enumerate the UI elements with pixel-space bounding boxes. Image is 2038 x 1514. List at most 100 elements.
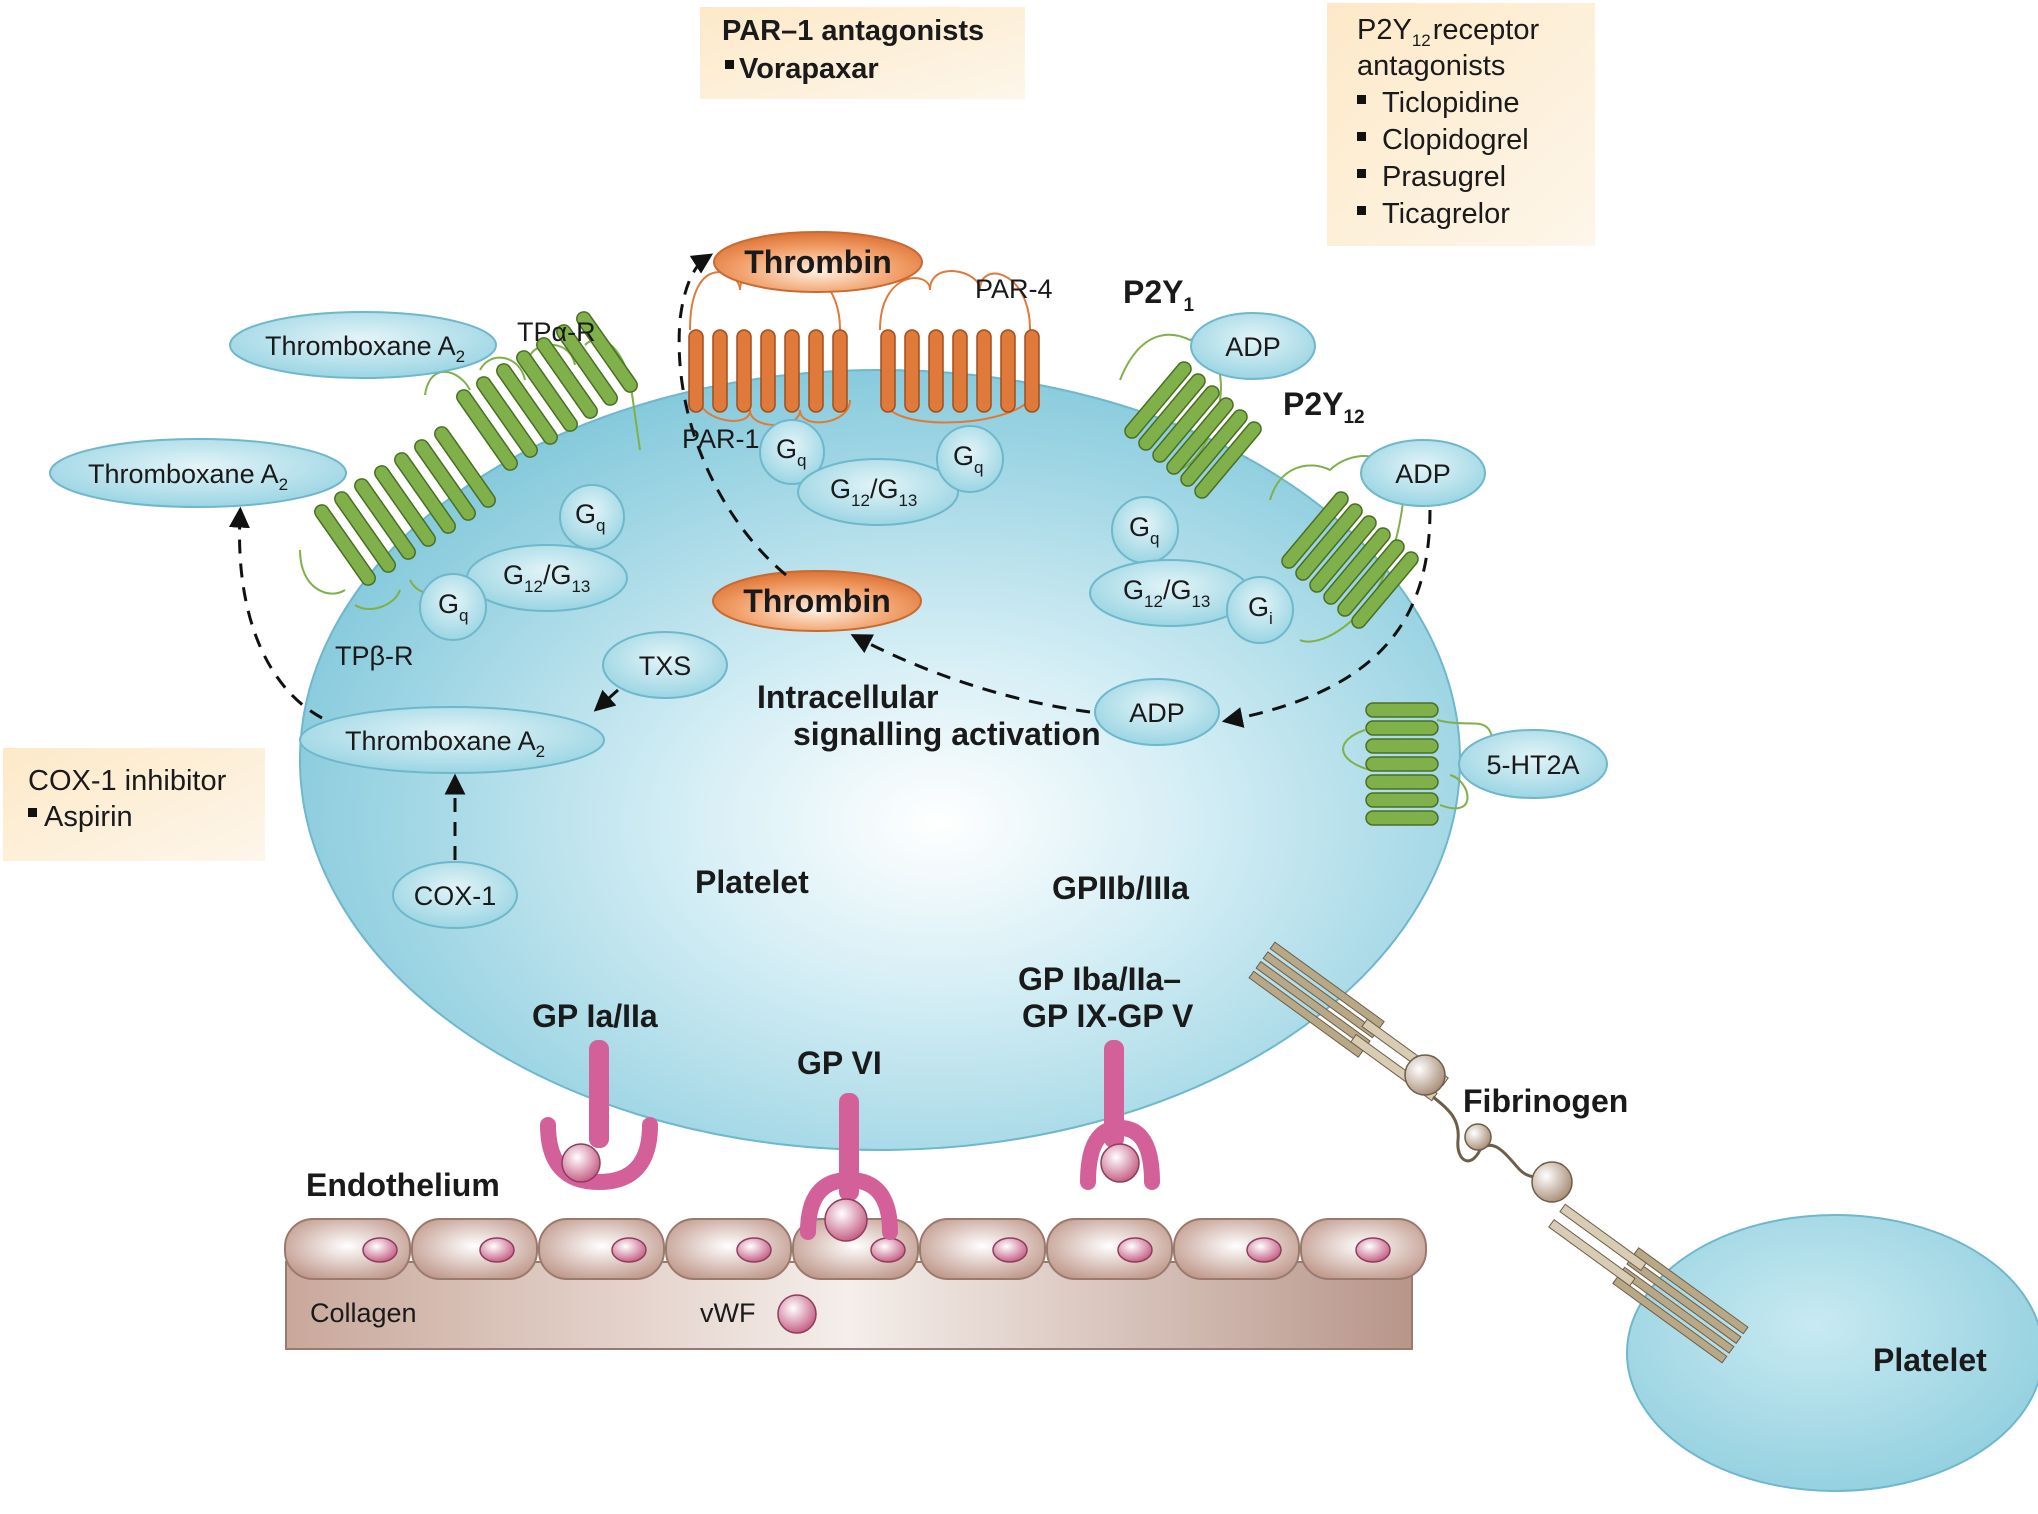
gp-iba-label-line1: GP Iba/IIa– <box>1018 961 1181 997</box>
p2y12-antagonists-box: P2Y12receptor antagonists Ticlopidine Cl… <box>1327 3 1595 246</box>
transmembrane-helix <box>1295 503 1363 581</box>
endothelium-layer <box>284 1218 1427 1350</box>
gp-vi-receptor <box>800 1093 898 1242</box>
par4-receptor <box>879 270 1040 424</box>
signalling-arrows <box>228 253 1432 860</box>
transmembrane-helix <box>1309 515 1377 593</box>
transmembrane-helix <box>1323 527 1391 605</box>
transmembrane-helix <box>712 329 728 413</box>
transmembrane-helix <box>1124 361 1192 439</box>
drug-ticagrelor: Ticagrelor <box>1382 198 1510 230</box>
endothelial-cell <box>665 1218 792 1280</box>
tpa-r-label: TPα-R <box>517 317 596 347</box>
svg-text:Gq: Gq <box>776 434 806 470</box>
thromboxane-a2-top: Thromboxane A2 <box>229 311 497 379</box>
svg-text:G12/G13: G12/G13 <box>1123 575 1210 611</box>
transmembrane-helix <box>536 337 598 419</box>
transmembrane-helix <box>1180 409 1248 487</box>
transmembrane-helix <box>1365 774 1439 790</box>
transmembrane-helix <box>976 329 992 413</box>
transmembrane-helix <box>496 363 558 445</box>
platelet-cell-2 <box>1626 1214 2038 1492</box>
svg-text:Thrombin: Thrombin <box>743 583 891 619</box>
g12-g13-par: G12/G13 <box>797 458 959 526</box>
p2y12-antagonists-title: P2Y12receptor <box>1357 14 1539 50</box>
svg-text:Gq: Gq <box>953 441 983 477</box>
transmembrane-helix <box>1281 491 1349 569</box>
5ht2a-receptor <box>1342 702 1496 826</box>
par1-label: PAR-1 <box>682 424 760 454</box>
endothelial-cell <box>411 1218 538 1280</box>
endothelial-cell <box>284 1218 411 1280</box>
endothelial-cell <box>919 1218 1046 1280</box>
adp-p2y1-oval: ADP <box>1190 312 1316 380</box>
thrombin-outer: Thrombin <box>713 231 923 293</box>
svg-text:Thromboxane A2: Thromboxane A2 <box>265 331 465 366</box>
transmembrane-helix <box>1365 792 1439 808</box>
transmembrane-helix <box>456 389 518 471</box>
par1-antagonists-box: PAR–1 antagonists Vorapaxar <box>700 7 1025 99</box>
svg-text:G12/G13: G12/G13 <box>830 474 917 510</box>
endothelium-label: Endothelium <box>306 1167 500 1203</box>
tpb-r-label: TPβ-R <box>335 641 414 671</box>
svg-text:Thrombin: Thrombin <box>744 244 892 280</box>
transmembrane-helix <box>784 329 800 413</box>
svg-text:Gq: Gq <box>575 499 605 535</box>
adp-inner-oval: ADP <box>1094 678 1220 746</box>
endothelial-nucleus <box>1117 1237 1153 1263</box>
transmembrane-helix <box>1166 397 1234 475</box>
tpa-receptor <box>424 311 641 471</box>
svg-text:Gq: Gq <box>438 589 468 625</box>
par4-label: PAR-4 <box>975 274 1053 304</box>
svg-text:Gi: Gi <box>1248 592 1273 628</box>
vwf-label: vWF <box>700 1298 755 1328</box>
drug-aspirin: Aspirin <box>44 801 133 833</box>
gp-ia-iia-label: GP Ia/IIa <box>532 998 658 1034</box>
gq-par4: Gq <box>936 425 1004 493</box>
svg-text:Thromboxane A2: Thromboxane A2 <box>88 459 288 494</box>
transmembrane-helix <box>1365 702 1439 718</box>
txs-oval: TXS <box>602 631 728 699</box>
intracellular-label-line1: Intracellular <box>757 679 938 715</box>
gp-ia-iia-receptor <box>540 1040 658 1191</box>
svg-text:G12/G13: G12/G13 <box>503 560 590 596</box>
transmembrane-helix <box>434 426 496 508</box>
g12-g13-p2y: G12/G13 <box>1089 559 1251 627</box>
transmembrane-helix <box>736 329 752 413</box>
endothelial-nucleus <box>992 1237 1028 1263</box>
transmembrane-helix <box>808 329 824 413</box>
transmembrane-helix <box>688 329 704 413</box>
intracellular-label-line2: signalling activation <box>793 716 1101 752</box>
gp-iba-receptor <box>1080 1040 1160 1190</box>
transmembrane-helix <box>1138 373 1206 451</box>
drug-vorapaxar: Vorapaxar <box>739 53 879 85</box>
svg-text:COX-1: COX-1 <box>414 881 497 911</box>
cox1-oval: COX-1 <box>392 861 518 929</box>
transmembrane-helix <box>880 329 896 413</box>
par1-antagonists-title: PAR–1 antagonists <box>722 15 984 47</box>
transmembrane-helix <box>1365 720 1439 736</box>
tpb-receptor <box>299 426 496 610</box>
drug-ticlopidine: Ticlopidine <box>1382 87 1520 119</box>
gp-vi-label: GP VI <box>797 1045 882 1081</box>
svg-text:Thromboxane A2: Thromboxane A2 <box>345 726 545 761</box>
thromboxane-a2-left: Thromboxane A2 <box>49 438 347 508</box>
transmembrane-helix <box>760 329 776 413</box>
gq-par1: Gq <box>759 419 825 485</box>
p2y12-label: P2Y12 <box>1283 386 1365 428</box>
adp-p2y12-oval: ADP <box>1360 439 1486 507</box>
transmembrane-helix <box>314 504 376 586</box>
transmembrane-helix <box>1152 385 1220 463</box>
endothelial-cell <box>1046 1218 1173 1280</box>
endothelial-nucleus <box>479 1237 515 1263</box>
drug-clopidogrel: Clopidogrel <box>1382 124 1529 156</box>
gpiib-iiia-label: GPIIb/IIIa <box>1052 870 1189 906</box>
svg-text:ADP: ADP <box>1225 332 1281 362</box>
gq-tpb: Gq <box>419 573 487 641</box>
transmembrane-helix <box>556 324 618 406</box>
gq-tpa: Gq <box>559 484 625 550</box>
transmembrane-helix <box>1351 551 1419 629</box>
transmembrane-helix <box>354 478 416 560</box>
p2y12-antagonists-title-line2: antagonists <box>1357 50 1505 82</box>
